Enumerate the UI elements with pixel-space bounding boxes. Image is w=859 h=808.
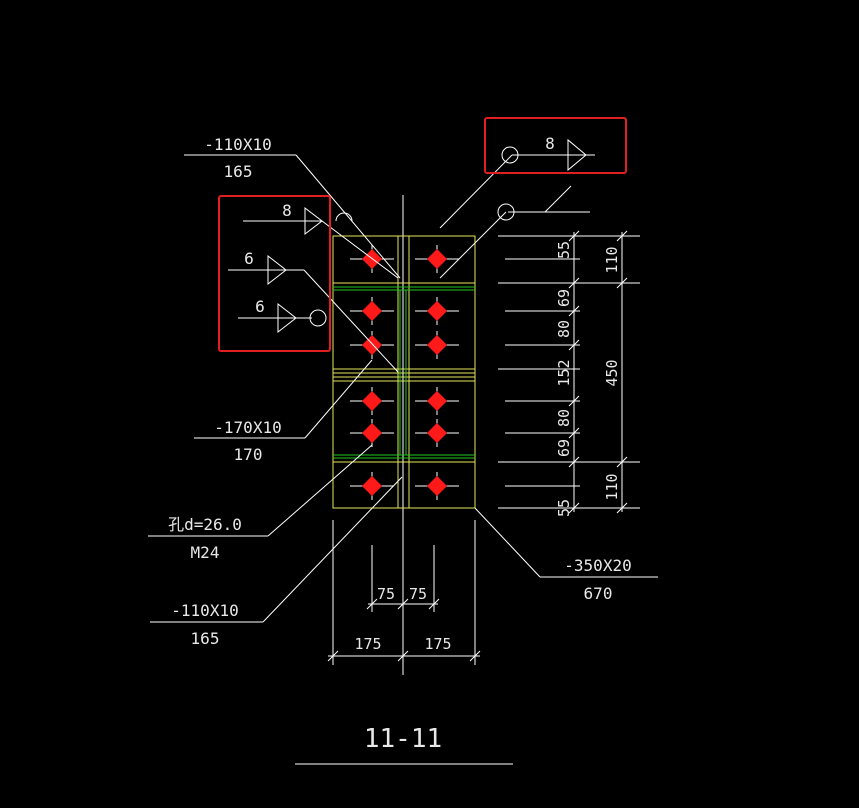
bolt-5	[362, 335, 382, 355]
callout-end-plate-spec: -350X20	[564, 556, 631, 575]
bolt-group	[350, 245, 459, 500]
dim-80-bottom: 80	[555, 409, 573, 427]
callout-bolt-size: M24	[191, 543, 220, 562]
callout-bottom-length: 165	[191, 629, 220, 648]
callout-labels: -110X10 165 -170X10 170 孔d=26.0 M24 -110…	[168, 135, 632, 648]
bolt-3	[362, 301, 382, 321]
vertical-dimension-labels: 55 110 69 80 152 450 80 69 110 55	[555, 241, 621, 517]
callout-mid-length: 170	[234, 445, 263, 464]
bolt-12	[427, 476, 447, 496]
dim-55-top: 55	[555, 241, 573, 259]
bolt-11	[362, 476, 382, 496]
bolt-9	[362, 423, 382, 443]
bolt-2	[427, 249, 447, 269]
weld-left-top-size: 8	[282, 201, 292, 220]
horizontal-dimension-labels: 75 75 175 175	[354, 585, 451, 653]
dim-69-bottom: 69	[555, 439, 573, 457]
callout-top-left-length: 165	[224, 162, 253, 181]
dim-175-right: 175	[424, 635, 451, 653]
dim-175-left: 175	[354, 635, 381, 653]
weld-left-mid-size: 6	[244, 249, 254, 268]
end-plate	[332, 235, 476, 509]
dim-69-top: 69	[555, 289, 573, 307]
callout-leaders	[148, 154, 658, 623]
bolt-10	[427, 423, 447, 443]
dim-75-right: 75	[409, 585, 427, 603]
callout-top-left-spec: -110X10	[204, 135, 271, 154]
dim-110-bottom: 110	[603, 473, 621, 500]
highlight-box-top-right	[484, 117, 627, 174]
weld-top-right-size: 8	[545, 134, 555, 153]
dim-152: 152	[555, 359, 573, 386]
callout-mid-spec: -170X10	[214, 418, 281, 437]
weld-left-bottom-size: 6	[255, 297, 265, 316]
stiffener-plates	[333, 286, 475, 459]
horizontal-dimension-lines	[327, 520, 481, 665]
callout-bottom-spec: -110X10	[171, 601, 238, 620]
weld-symbols: 8 8 6 6	[228, 134, 595, 373]
dim-55-bottom: 55	[555, 499, 573, 517]
bolt-8	[427, 391, 447, 411]
dim-80-top: 80	[555, 320, 573, 338]
bolt-row-lines	[498, 235, 640, 509]
vertical-dimension-lines	[568, 230, 628, 514]
section-title: 11-11	[364, 724, 442, 754]
dim-110-top: 110	[603, 246, 621, 273]
callout-bolt-spec: 孔d=26.0	[168, 515, 242, 534]
dim-450: 450	[603, 359, 621, 386]
bolt-6	[427, 335, 447, 355]
dim-75-left: 75	[377, 585, 395, 603]
bolt-7	[362, 391, 382, 411]
callout-end-plate-length: 670	[584, 584, 613, 603]
highlight-box-left	[218, 195, 331, 352]
bolt-4	[427, 301, 447, 321]
